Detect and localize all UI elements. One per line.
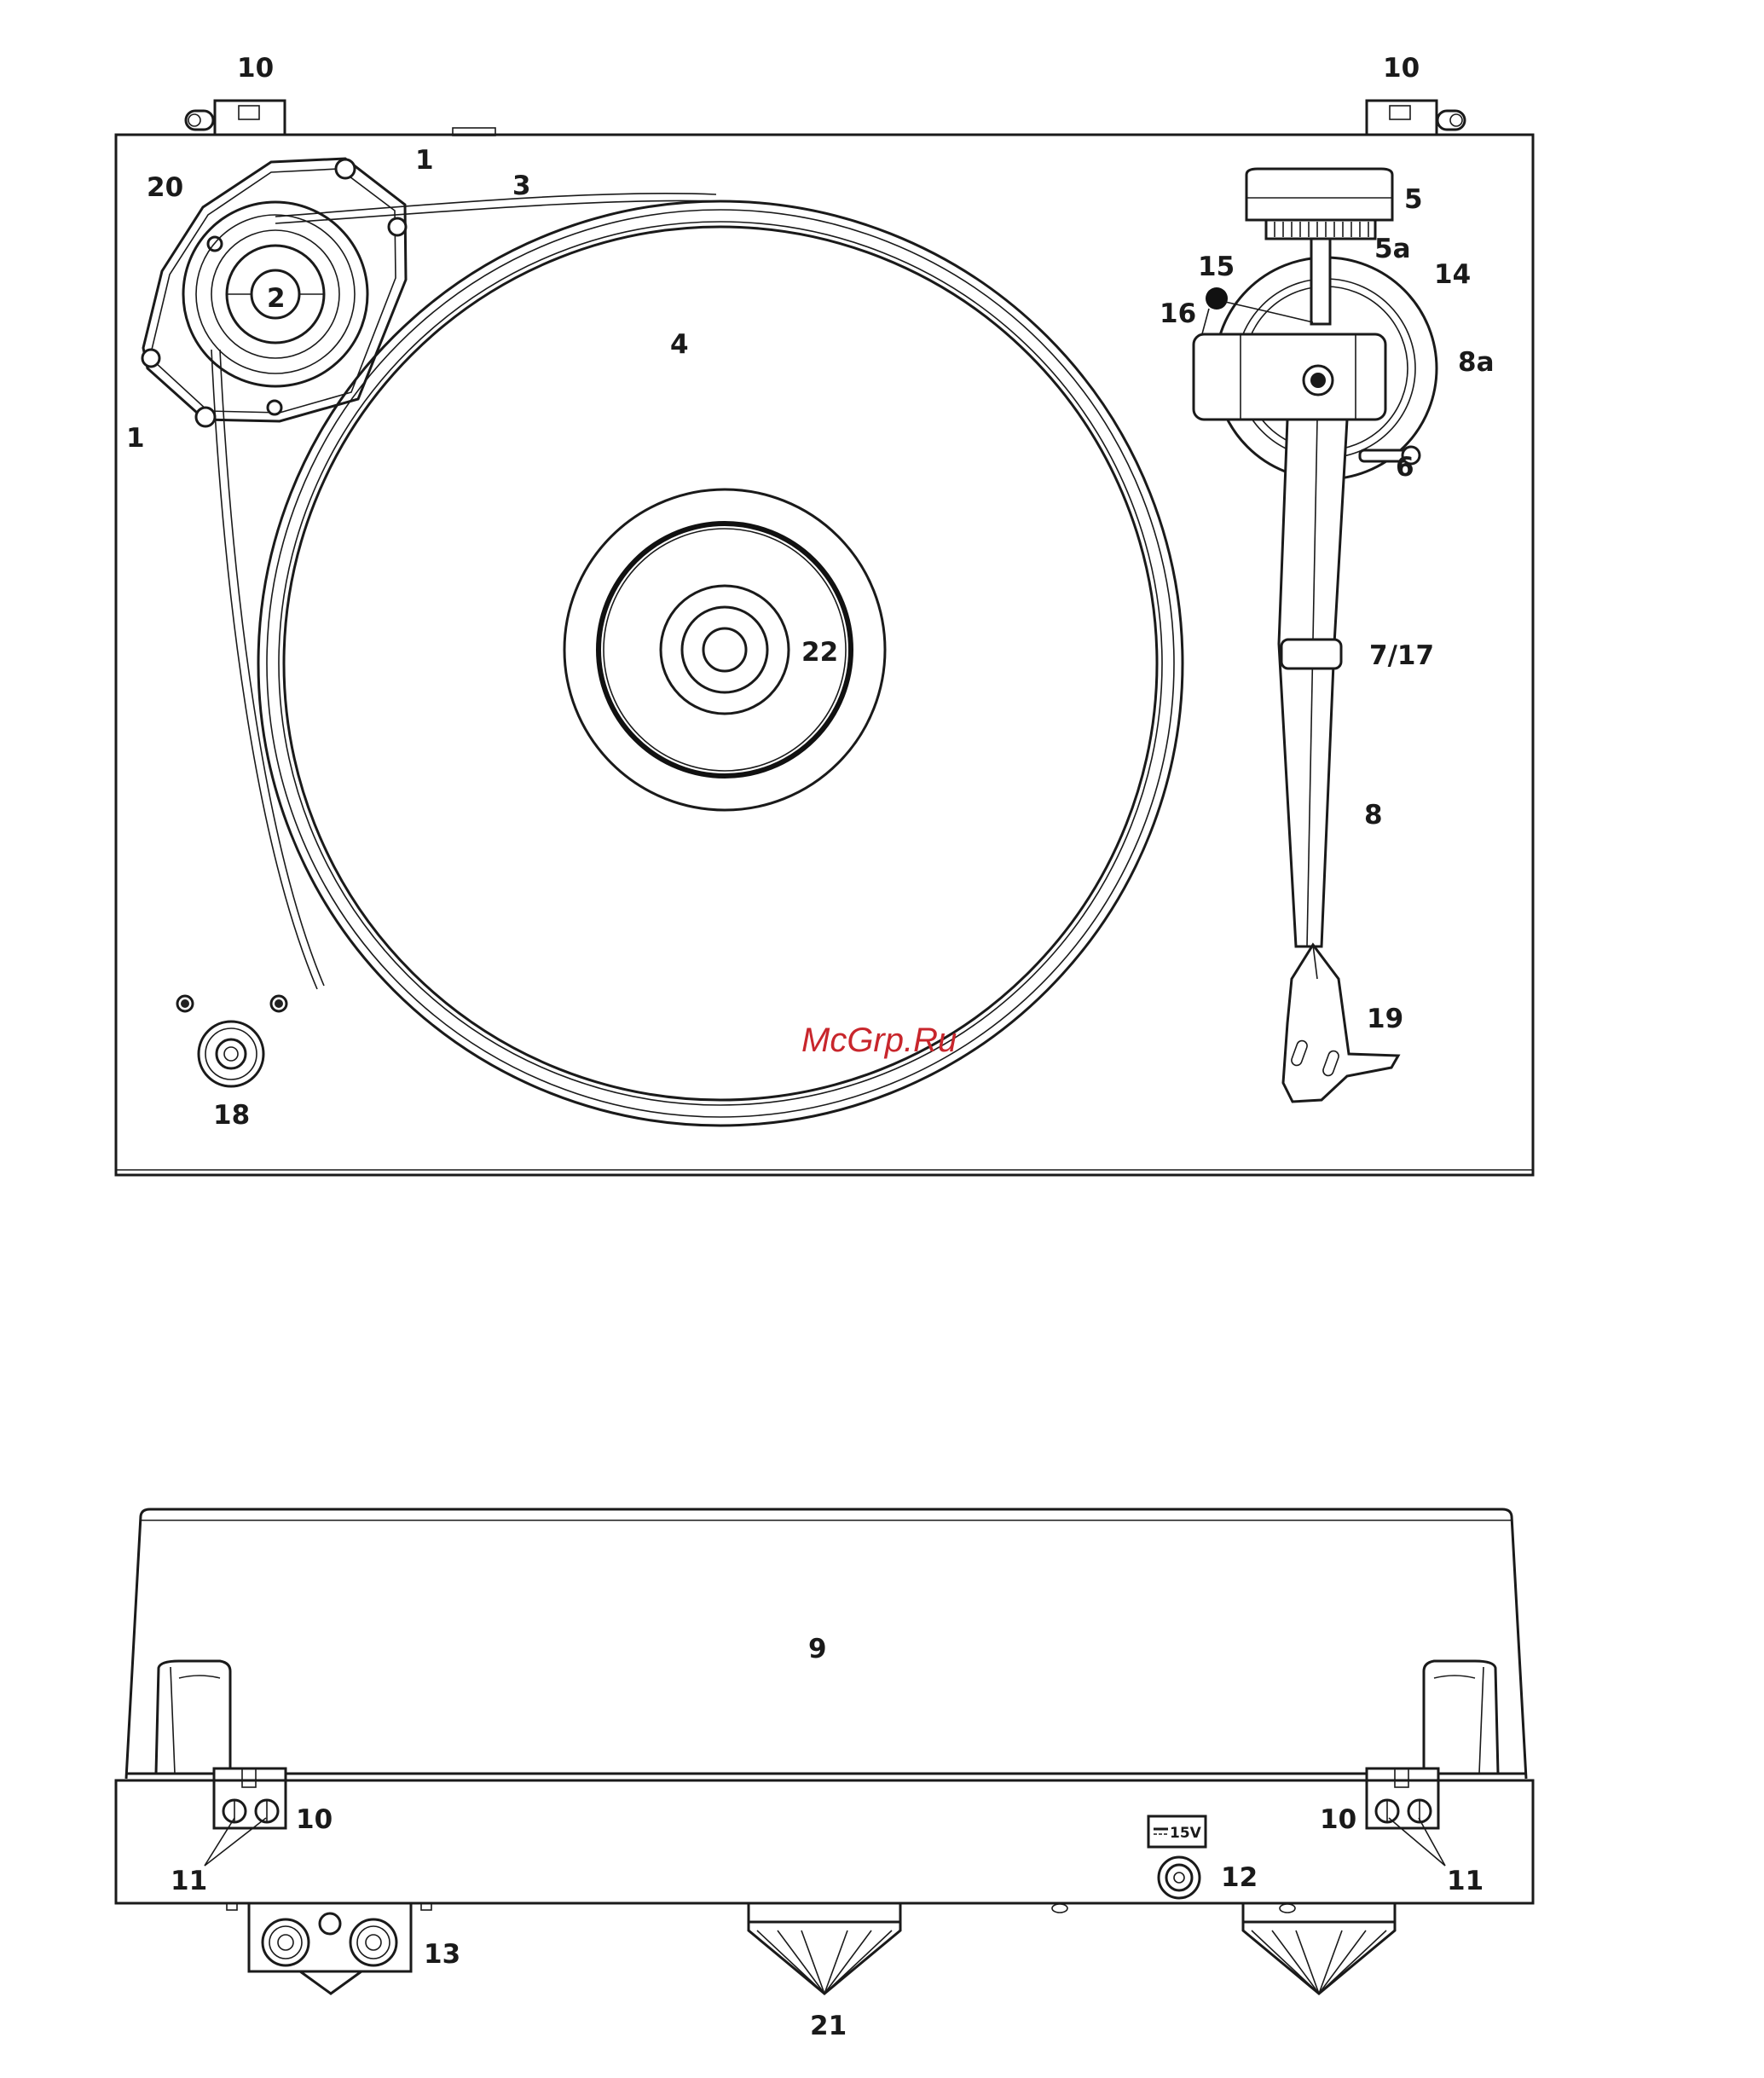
- callout-11-right: 11: [1447, 1866, 1483, 1896]
- callout-1-top: 1: [415, 145, 434, 176]
- callout-11-left: 11: [171, 1866, 207, 1896]
- callout-4: 4: [670, 329, 689, 360]
- switch-18: [177, 996, 286, 1086]
- callout-15: 15: [1198, 252, 1235, 282]
- platter: [258, 201, 1183, 1126]
- tonearm-bearing: [1194, 334, 1385, 420]
- callout-18: 18: [213, 1100, 250, 1131]
- hinge-top-left: [186, 101, 285, 135]
- hinge-rear-right: [1367, 1661, 1498, 1828]
- callout-12: 12: [1221, 1862, 1258, 1893]
- callout-21: 21: [810, 2011, 847, 2041]
- callout-16: 16: [1160, 298, 1196, 329]
- callout-10-top-left: 10: [237, 53, 274, 84]
- callout-9: 9: [808, 1634, 827, 1664]
- callout-1-left: 1: [126, 423, 145, 454]
- callout-19: 19: [1367, 1004, 1403, 1034]
- callout-6: 6: [1396, 452, 1414, 483]
- rca-output-13: [227, 1903, 431, 1994]
- counterweight: [1246, 169, 1392, 324]
- power-label: 15V: [1170, 1825, 1202, 1842]
- callout-2: 2: [267, 283, 286, 314]
- callout-20: 20: [147, 172, 183, 203]
- callout-14: 14: [1434, 259, 1471, 290]
- callout-10-rear-left: 10: [296, 1804, 333, 1835]
- arm-tube: [1279, 420, 1347, 946]
- callout-5a: 5a: [1374, 234, 1411, 264]
- callout-13: 13: [424, 1939, 460, 1970]
- callout-5: 5: [1404, 184, 1423, 215]
- power-socket-12: 15V: [1148, 1816, 1206, 1898]
- callout-8a: 8a: [1458, 347, 1495, 378]
- callout-3: 3: [512, 171, 531, 201]
- callout-10-rear-right: 10: [1320, 1804, 1356, 1835]
- callout-7-17: 7/17: [1369, 640, 1434, 671]
- foot-right: [1243, 1903, 1395, 1994]
- watermark: McGrp.Ru: [801, 1022, 957, 1059]
- hinge-top-right: [1367, 101, 1465, 135]
- callout-10-top-right: 10: [1383, 53, 1420, 84]
- hinge-rear-left: [156, 1661, 286, 1828]
- foot-center-21: [749, 1903, 900, 1994]
- callout-22: 22: [801, 637, 838, 668]
- cue-ball-15: [1206, 287, 1228, 310]
- rear-view: 15V: [116, 1509, 1533, 1994]
- plinth-rear: [116, 1780, 1533, 1903]
- callout-8: 8: [1364, 800, 1383, 831]
